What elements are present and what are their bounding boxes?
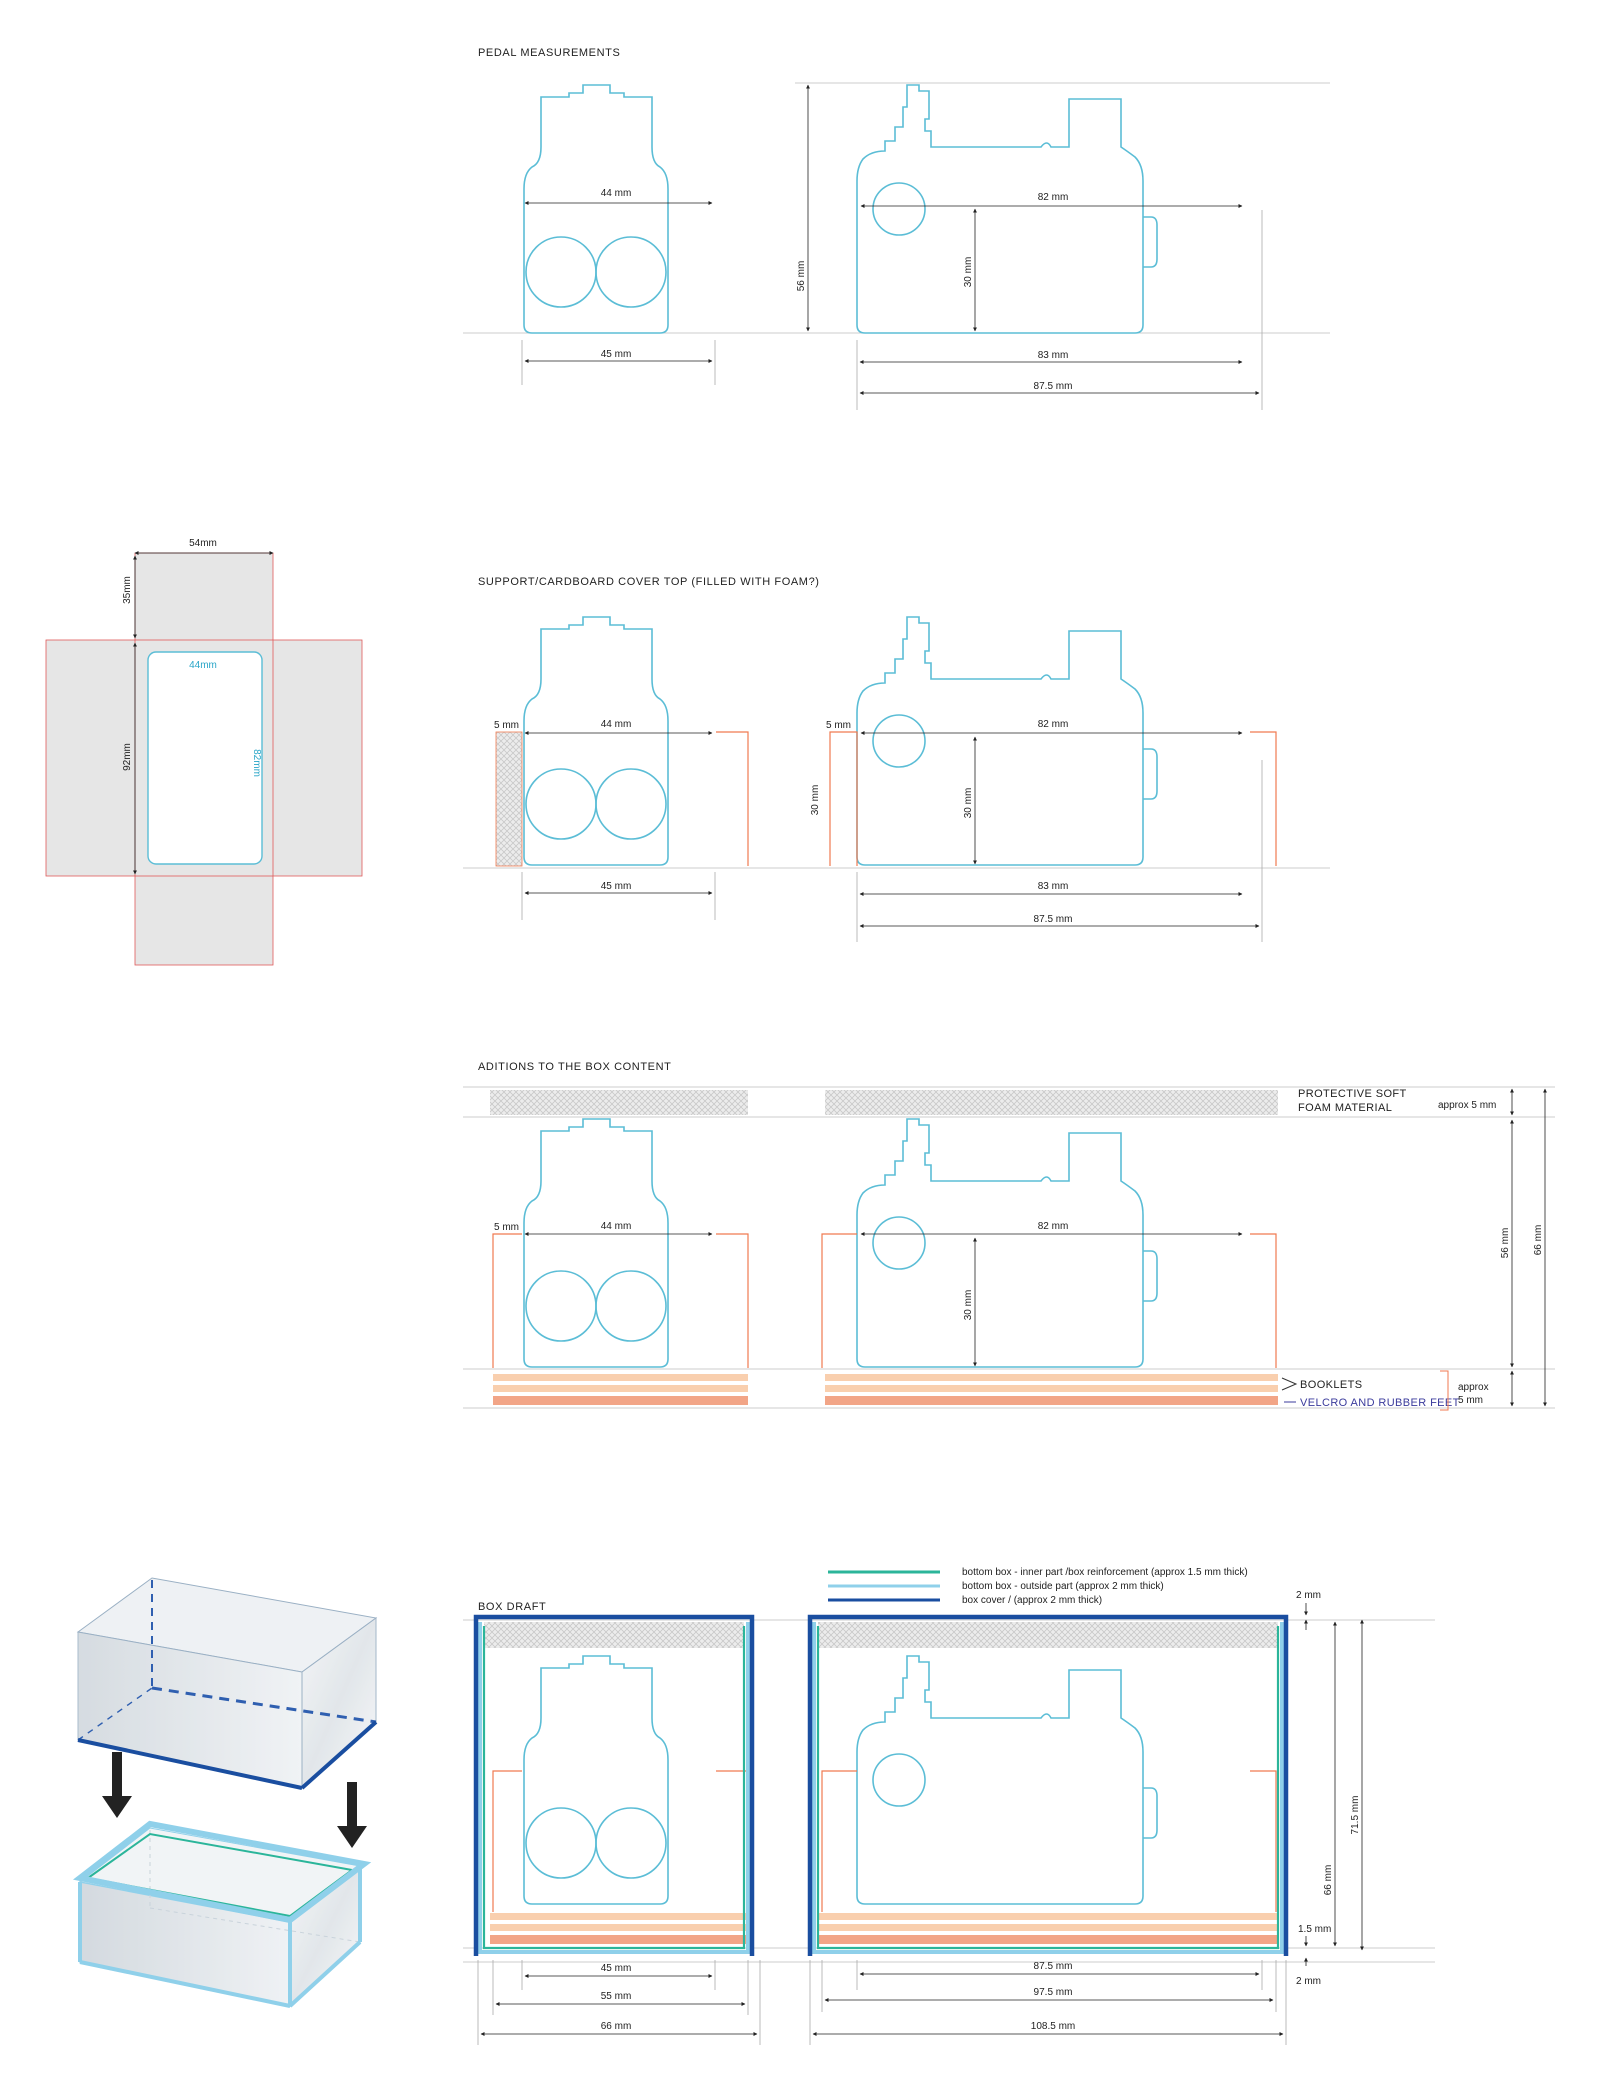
cover-right xyxy=(807,1614,1289,1956)
small-pedal-outline-4 xyxy=(523,1655,669,1905)
draft-foam-left xyxy=(484,1622,744,1648)
dim-44mm: 44 mm xyxy=(601,188,632,199)
section-title-support-cover: SUPPORT/CARDBOARD COVER TOP (FILLED WITH… xyxy=(478,576,820,588)
net-width-54mm: 54mm xyxy=(189,538,217,549)
dim-1-5mm: 1.5 mm xyxy=(1298,1924,1331,1935)
large-pedal-outline-3 xyxy=(856,1118,1158,1368)
dim-66mm-draft: 66 mm xyxy=(601,2021,632,2032)
draft-foam-right xyxy=(818,1622,1278,1648)
dim-55mm-draft: 55 mm xyxy=(601,1991,632,2002)
large-pedal-outline-4 xyxy=(856,1655,1158,1905)
inner-box-right xyxy=(816,1626,1280,1950)
legend-outside: bottom box - outside part (approx 2 mm t… xyxy=(962,1581,1164,1592)
dim-66mm-add: 66 mm xyxy=(1533,1225,1544,1256)
velcro-layer-right xyxy=(825,1396,1278,1405)
dim-56mm: 56 mm xyxy=(796,261,807,292)
dim-5mm-left: 5 mm xyxy=(494,720,519,731)
booklet-layer-left-1 xyxy=(493,1374,748,1381)
net-height-35mm: 35mm xyxy=(122,576,133,604)
section-title-pedal-measurements: PEDAL MEASUREMENTS xyxy=(478,47,620,59)
net-inner-82mm: 82mm xyxy=(251,749,262,777)
dim-2mm-bottom: 2 mm xyxy=(1296,1976,1321,1987)
small-pedal-outline-2 xyxy=(523,616,669,866)
dim-5mm-add: 5 mm xyxy=(494,1222,519,1233)
large-pedal-outline-2 xyxy=(856,616,1158,866)
section-title-additions: ADITIONS TO THE BOX CONTENT xyxy=(478,1061,671,1073)
box-cover-3d xyxy=(76,1577,378,1790)
legend: bottom box - inner part /box reinforceme… xyxy=(828,1567,1248,1606)
legend-inner: bottom box - inner part /box reinforceme… xyxy=(962,1567,1248,1578)
label-booklets: BOOKLETS xyxy=(1300,1379,1363,1391)
dim-30mm-3: 30 mm xyxy=(963,1290,974,1321)
foam-support-left xyxy=(495,731,523,867)
dim-108-5mm-draft: 108.5 mm xyxy=(1031,2021,1075,2032)
large-pedal-outline xyxy=(856,84,1158,334)
dim-56mm-add: 56 mm xyxy=(1500,1228,1511,1259)
dim-30mm: 30 mm xyxy=(963,257,974,288)
dim-82mm-2: 82 mm xyxy=(1038,719,1069,730)
dim-83mm-2: 83 mm xyxy=(1038,881,1069,892)
label-foam-line1: PROTECTIVE SOFT xyxy=(1298,1088,1407,1100)
dim-30mm-support: 30 mm xyxy=(810,785,821,816)
dim-97-5mm-draft: 97.5 mm xyxy=(1034,1987,1073,1998)
booklet-layer-right-1 xyxy=(825,1374,1278,1381)
dim-44mm-2: 44 mm xyxy=(601,719,632,730)
net-height-92mm: 92mm xyxy=(122,743,133,771)
dim-45mm: 45 mm xyxy=(601,349,632,360)
dim-30mm-inner: 30 mm xyxy=(963,788,974,819)
dim-87-5mm: 87.5 mm xyxy=(1034,381,1073,392)
down-arrow-icon xyxy=(102,1752,132,1818)
dim-2mm-top: 2 mm xyxy=(1296,1590,1321,1601)
velcro-layer-left xyxy=(493,1396,748,1405)
dim-approx-5mm-b: 5 mm xyxy=(1458,1395,1483,1406)
dim-82mm-3: 82 mm xyxy=(1038,1221,1069,1232)
foam-strip-left xyxy=(490,1090,748,1115)
booklet-layer-left-2 xyxy=(493,1385,748,1392)
dim-82mm: 82 mm xyxy=(1038,192,1069,203)
small-pedal-outline-3 xyxy=(523,1118,669,1368)
dim-66mm-vertical: 66 mm xyxy=(1323,1865,1334,1896)
cover-left xyxy=(473,1614,755,1956)
dim-45mm-2: 45 mm xyxy=(601,881,632,892)
dim-5mm-right: 5 mm xyxy=(826,720,851,731)
inner-box-left xyxy=(482,1626,746,1950)
label-velcro: VELCRO AND RUBBER FEET xyxy=(1300,1397,1460,1409)
label-foam-line2: FOAM MATERIAL xyxy=(1298,1102,1392,1114)
outer-box-right xyxy=(812,1622,1284,1954)
box-net xyxy=(45,552,363,966)
net-inner-44mm: 44mm xyxy=(189,660,217,671)
dim-44mm-3: 44 mm xyxy=(601,1221,632,1232)
small-pedal-outline xyxy=(523,84,669,334)
dim-87-5mm-draft: 87.5 mm xyxy=(1034,1961,1073,1972)
dim-approx-5mm: approx 5 mm xyxy=(1438,1100,1496,1111)
foam-strip-right xyxy=(825,1090,1278,1115)
outer-box-left xyxy=(478,1622,750,1954)
section-title-box-draft: BOX DRAFT xyxy=(478,1601,546,1613)
box-bottom-3d xyxy=(72,1820,372,2008)
dim-45mm-draft: 45 mm xyxy=(601,1963,632,1974)
legend-cover: box cover / (approx 2 mm thick) xyxy=(962,1595,1102,1606)
down-arrow-icon xyxy=(337,1782,367,1848)
dim-approx: approx xyxy=(1458,1382,1489,1393)
dim-83mm: 83 mm xyxy=(1038,350,1069,361)
dim-87-5mm-2: 87.5 mm xyxy=(1034,914,1073,925)
dim-71-5mm-vertical: 71.5 mm xyxy=(1350,1796,1361,1835)
booklet-layer-right-2 xyxy=(825,1385,1278,1392)
